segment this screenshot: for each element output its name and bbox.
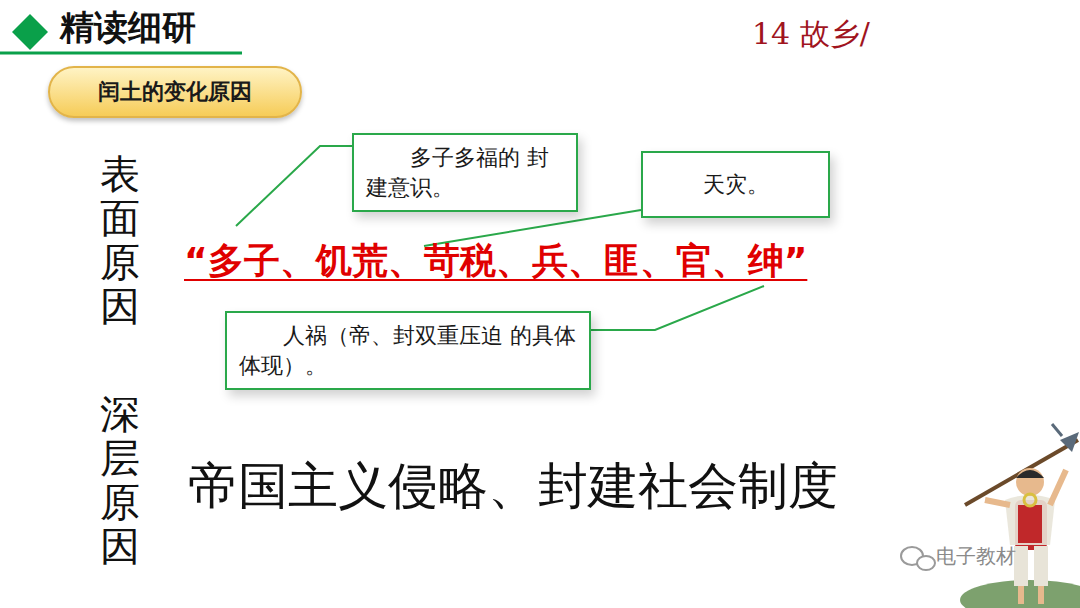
leader-line [236, 146, 352, 226]
vertical-heading: 表面原因 [100, 152, 140, 328]
diamond-icon [12, 14, 48, 50]
callout-box: 多子多福的 封建意识。 [352, 133, 578, 212]
vertical-heading: 深层原因 [100, 392, 140, 568]
callout-box: 人祸（帝、封双重压迫 的具体体现）。 [225, 311, 591, 390]
callout-text: 天灾。 [655, 170, 816, 200]
topic-text: 闰土的变化原因 [64, 77, 286, 107]
lesson-title: 14 故乡/ [752, 14, 870, 54]
heading: 精读细研 [60, 6, 196, 48]
cause-list: “多子、饥荒、苛税、兵、匪、官、绅” [184, 238, 807, 284]
runtu-illustration [960, 424, 1080, 608]
heading-underline [0, 52, 242, 55]
callout-box: 天灾。 [641, 151, 830, 218]
wechat-icon [901, 547, 935, 570]
deep-cause: 帝国主义侵略、封建社会制度 [188, 455, 838, 517]
callout-text: 人祸（帝、封双重压迫 的具体体现）。 [239, 321, 577, 380]
topic-pill: 闰土的变化原因 [48, 66, 302, 118]
callout-text: 多子多福的 封建意识。 [366, 143, 564, 202]
watermark: 电子教材 [936, 543, 1016, 569]
leader-line [591, 286, 764, 330]
